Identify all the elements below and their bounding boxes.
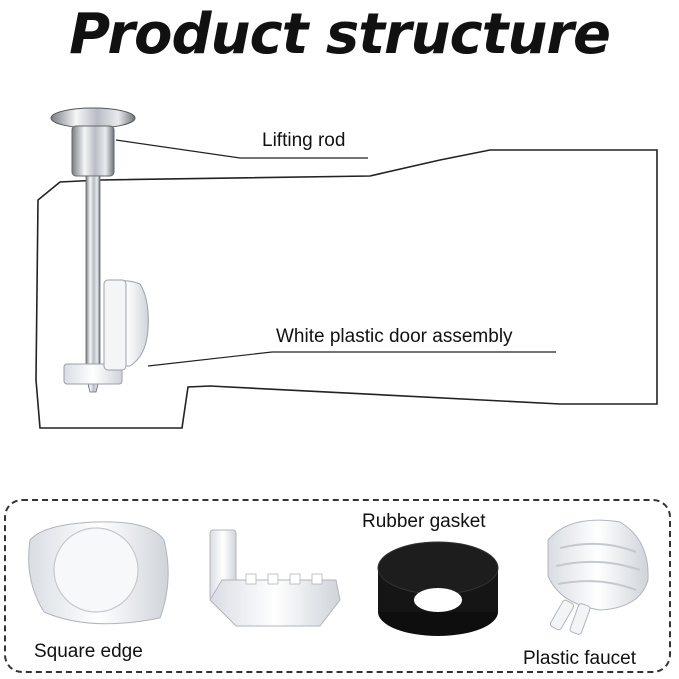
rod-shaft [85,175,101,377]
lifting-rod-leader [115,139,368,159]
parts-panel [4,499,671,673]
part-plastic-faucet-image [547,519,649,635]
callout-lifting-rod: Lifting rod [262,130,346,151]
rod-cap [50,107,136,129]
part-label-square-edge: Square edge [34,641,143,662]
part-square-edge-image [28,521,169,625]
door-assembly-stem [103,279,127,371]
callout-door-assembly: White plastic door assembly [276,326,513,347]
tank-outline [35,149,658,429]
rod-collar [71,125,115,177]
part-label-plastic-faucet: Plastic faucet [523,648,636,669]
page-title: Product structure [69,2,611,67]
part-rubber-gasket-image [377,541,499,636]
door-assembly-leader [147,351,556,367]
part-side-profile-image [209,529,341,627]
part-label-rubber-gasket: Rubber gasket [362,511,486,532]
